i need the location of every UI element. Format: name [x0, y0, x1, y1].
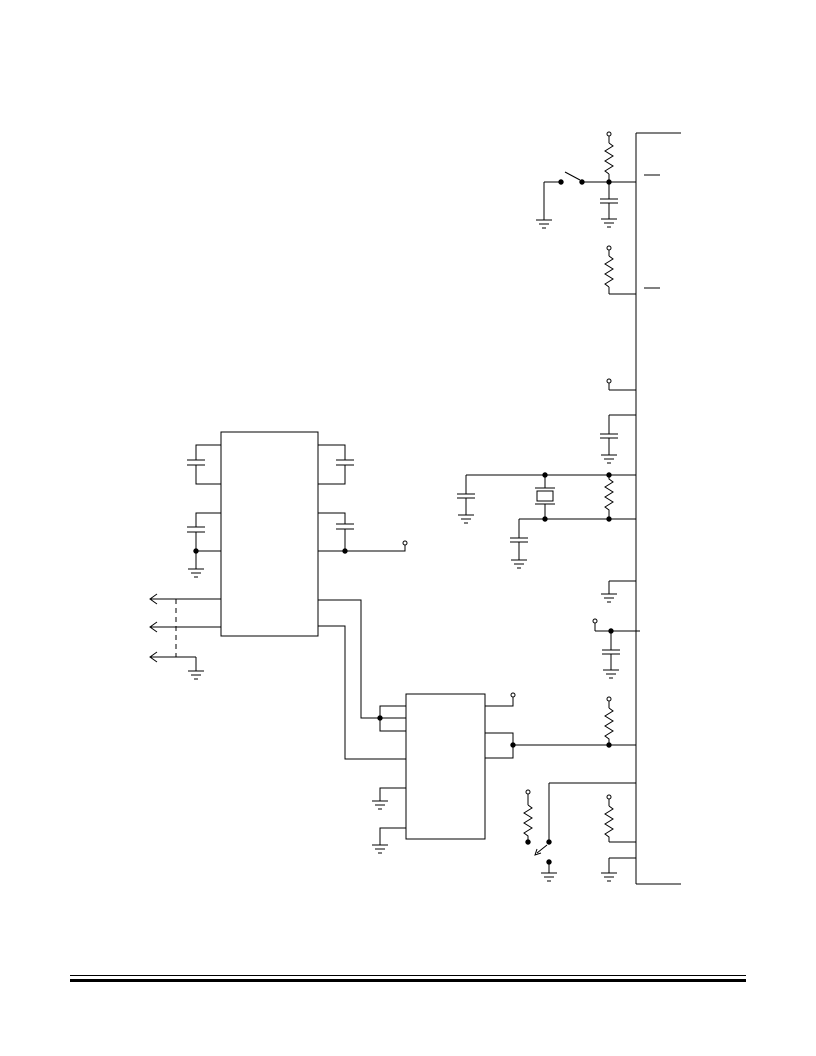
- gnd-pin: [601, 581, 636, 602]
- push-switch-network: [524, 783, 636, 881]
- pullup-4: [605, 795, 636, 842]
- push-switch: [537, 845, 547, 853]
- bottom-gnd: [601, 858, 636, 881]
- pullup-resistor: [605, 143, 613, 174]
- footer-thin-rule: [70, 975, 746, 976]
- footer-thick-rule: [70, 979, 746, 982]
- mcu-connector: [636, 133, 681, 884]
- reset-switch: [565, 172, 580, 180]
- vcc-pin: [607, 379, 636, 390]
- pullup-2: [605, 246, 636, 294]
- junction-dot: [607, 180, 611, 184]
- vcc-terminal: [607, 132, 611, 136]
- arrow-icon: [150, 652, 157, 662]
- upper-ic: [187, 432, 407, 636]
- decoupling-cap: [600, 415, 636, 463]
- switch-contact: [580, 180, 584, 184]
- crystal-oscillator: [457, 473, 636, 568]
- arrow-icon: [150, 594, 157, 604]
- avcc-pin: [593, 619, 640, 678]
- arrow-icon: [150, 622, 157, 632]
- reset-network: [536, 132, 636, 228]
- pullup-3: [513, 697, 636, 747]
- serial-outputs: [150, 594, 221, 679]
- ic-interconnect: [318, 600, 406, 759]
- lower-ic: [372, 693, 515, 853]
